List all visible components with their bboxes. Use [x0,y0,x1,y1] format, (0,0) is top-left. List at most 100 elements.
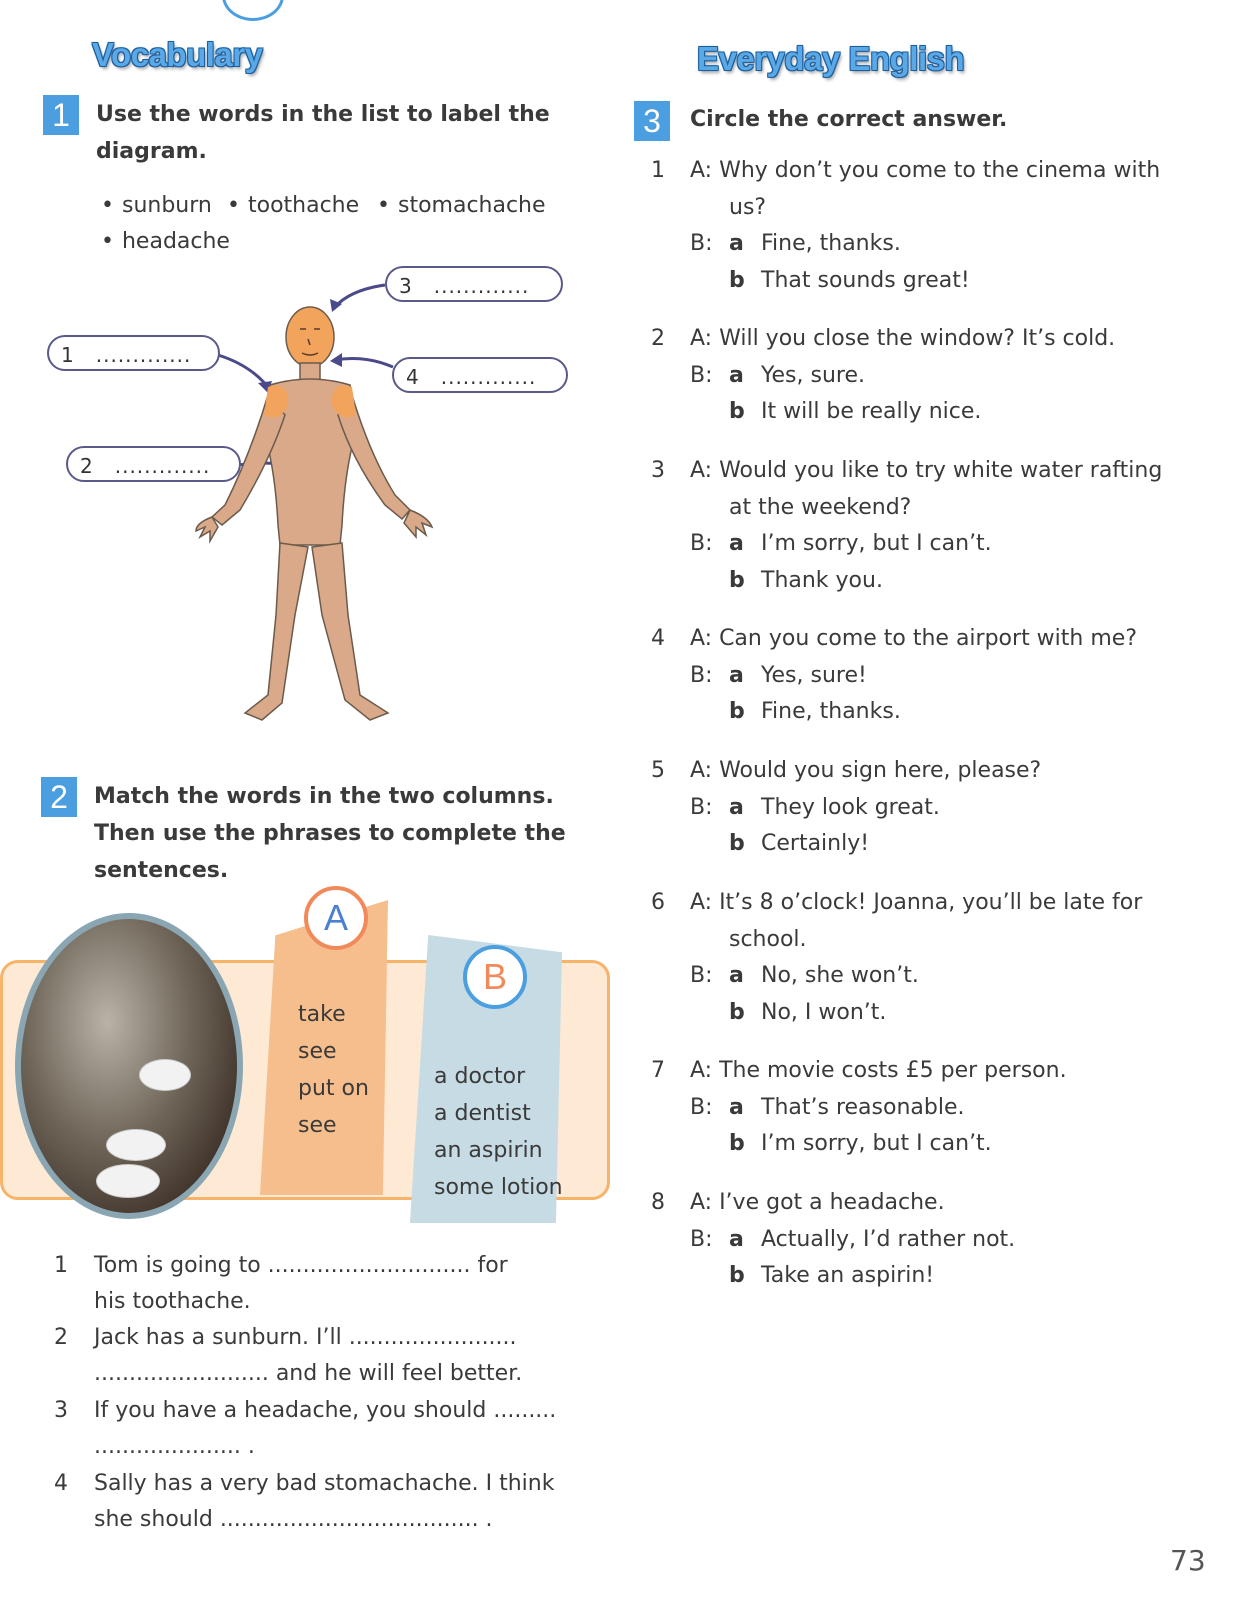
question-7-number: 7 [651,1058,665,1083]
body-diagram [195,283,434,721]
sentence-2[interactable]: Jack has a sunburn. I’ll ...............… [94,1325,523,1386]
question-3-option-b[interactable]: Thank you. [761,567,883,593]
label-bubble-4[interactable]: 4............. [392,357,568,393]
question-1-option-a-letter: a [729,231,744,256]
right-shoulder-burn [331,385,356,418]
left-hand [195,516,219,544]
torso [261,378,359,546]
question-6-b-label: B: [690,963,713,988]
question-5-option-b[interactable]: Certainly! [761,831,870,856]
question-7-option-a-letter: a [729,1094,744,1120]
question-1-option-b-letter: b [729,267,745,293]
question-6-prompt: A: It’s 8 o’clock! Joanna, you’ll be lat… [690,890,1143,915]
question-6-option-b[interactable]: No, I won’t. [761,999,887,1025]
question-7-option-b-letter: b [729,1131,745,1156]
colB-word: a dentist [434,1101,531,1126]
question-4-option-b[interactable]: Fine, thanks. [761,699,901,724]
page-number: 73 [1170,1544,1206,1577]
everyday-english-title: Everyday English [697,40,965,77]
label-bubble-2[interactable]: 2............. [66,446,241,482]
question-8-option-a-letter: a [729,1226,744,1252]
question-6-prompt: school. [729,926,807,952]
question-1-option-b[interactable]: That sounds great! [761,267,970,293]
question-7-b-label: B: [690,1094,713,1120]
question-3-prompt: at the weekend? [729,494,912,520]
sentence-4[interactable]: Sally has a very bad stomachache. I thin… [94,1471,555,1532]
question-2-b-label: B: [690,362,713,388]
question-5-option-b-letter: b [729,831,745,856]
question-2-option-a-letter: a [729,362,744,388]
right-hand [403,509,434,540]
colB-word: an aspirin [434,1138,543,1163]
question-7-option-b[interactable]: I’m sorry, but I can’t. [761,1131,992,1156]
question-2-option-b-letter: b [729,399,745,424]
sentence-4-number: 4 [54,1471,68,1496]
question-5-option-a[interactable]: They look great. [761,794,940,820]
question-3-b-label: B: [690,531,713,556]
pills-photo [15,913,243,1219]
arrow-4 [334,357,394,369]
question-8-prompt: A: I’ve got a headache. [690,1190,945,1215]
colA-word: put on [298,1076,369,1101]
column-a [260,900,388,1195]
question-2-prompt: A: Will you close the window? It’s cold. [690,326,1116,351]
question-6-option-a-letter: a [729,963,744,988]
question-1-b-label: B: [690,231,713,256]
right-arm [337,393,412,521]
question-5-number: 5 [651,758,665,783]
question-8-option-b[interactable]: Take an aspirin! [761,1263,935,1288]
question-2-option-b[interactable]: It will be really nice. [761,399,982,424]
question-6-option-a[interactable]: No, she won’t. [761,963,919,988]
question-4-option-a-letter: a [729,662,744,688]
question-4-option-a[interactable]: Yes, sure! [761,662,867,688]
exercise-3-badge: 3 [634,101,670,141]
question-1-option-a[interactable]: Fine, thanks. [761,231,901,256]
question-7-prompt: A: The movie costs £5 per person. [690,1058,1067,1083]
label-bubble-3[interactable]: 3............. [385,266,563,302]
label-bubble-1[interactable]: 1............. [47,335,220,371]
pill-3 [139,1059,191,1091]
colA-word: take [298,1002,346,1027]
question-5-prompt: A: Would you sign here, please? [690,758,1042,783]
question-6-number: 6 [651,890,665,915]
question-5-option-a-letter: a [729,794,744,820]
arrow-3 [333,283,386,309]
colA-word: see [298,1039,337,1064]
sentence-1[interactable]: Tom is going to ........................… [94,1253,508,1314]
exercise-2-badge: 2 [41,777,77,817]
question-8-b-label: B: [690,1226,713,1252]
question-5-b-label: B: [690,794,713,820]
question-8-option-b-letter: b [729,1263,745,1288]
head [285,306,335,368]
left-leg [243,542,309,721]
colB-word: a doctor [434,1064,526,1089]
colB-word: some lotion [434,1175,563,1200]
question-3-option-a-letter: a [729,531,744,556]
question-8-option-a[interactable]: Actually, I’d rather not. [761,1226,1016,1252]
top-decoration [222,0,284,21]
pill-1 [106,1129,166,1161]
exercise-1-badge: 1 [43,95,79,135]
question-8-number: 8 [651,1190,665,1215]
question-7-option-a[interactable]: That’s reasonable. [761,1094,965,1120]
sentence-2-number: 2 [54,1325,68,1350]
exercise-2-instruction: Match the words in the two columns. Then… [94,784,566,883]
question-4-b-label: B: [690,662,713,688]
question-1-prompt: A: Why don’t you come to the cinema with [690,158,1161,183]
question-2-option-a[interactable]: Yes, sure. [761,362,865,388]
column-a-badge: A [304,886,368,950]
word-toothache: toothache [227,188,359,224]
word-stomachache: stomachache [377,188,546,224]
question-2-number: 2 [651,326,665,351]
pill-2 [96,1164,160,1198]
arrow-1 [217,353,270,388]
vocabulary-title: Vocabulary [92,36,263,73]
sentence-3-number: 3 [54,1398,68,1423]
right-leg [311,542,390,721]
word-headache: headache [101,224,230,260]
question-3-prompt: A: Would you like to try white water raf… [690,458,1163,483]
sentence-3[interactable]: If you have a headache, you should .....… [94,1398,557,1459]
word-sunburn: sunburn [101,188,212,224]
question-4-number: 4 [651,626,665,651]
question-3-option-a[interactable]: I’m sorry, but I can’t. [761,531,992,556]
